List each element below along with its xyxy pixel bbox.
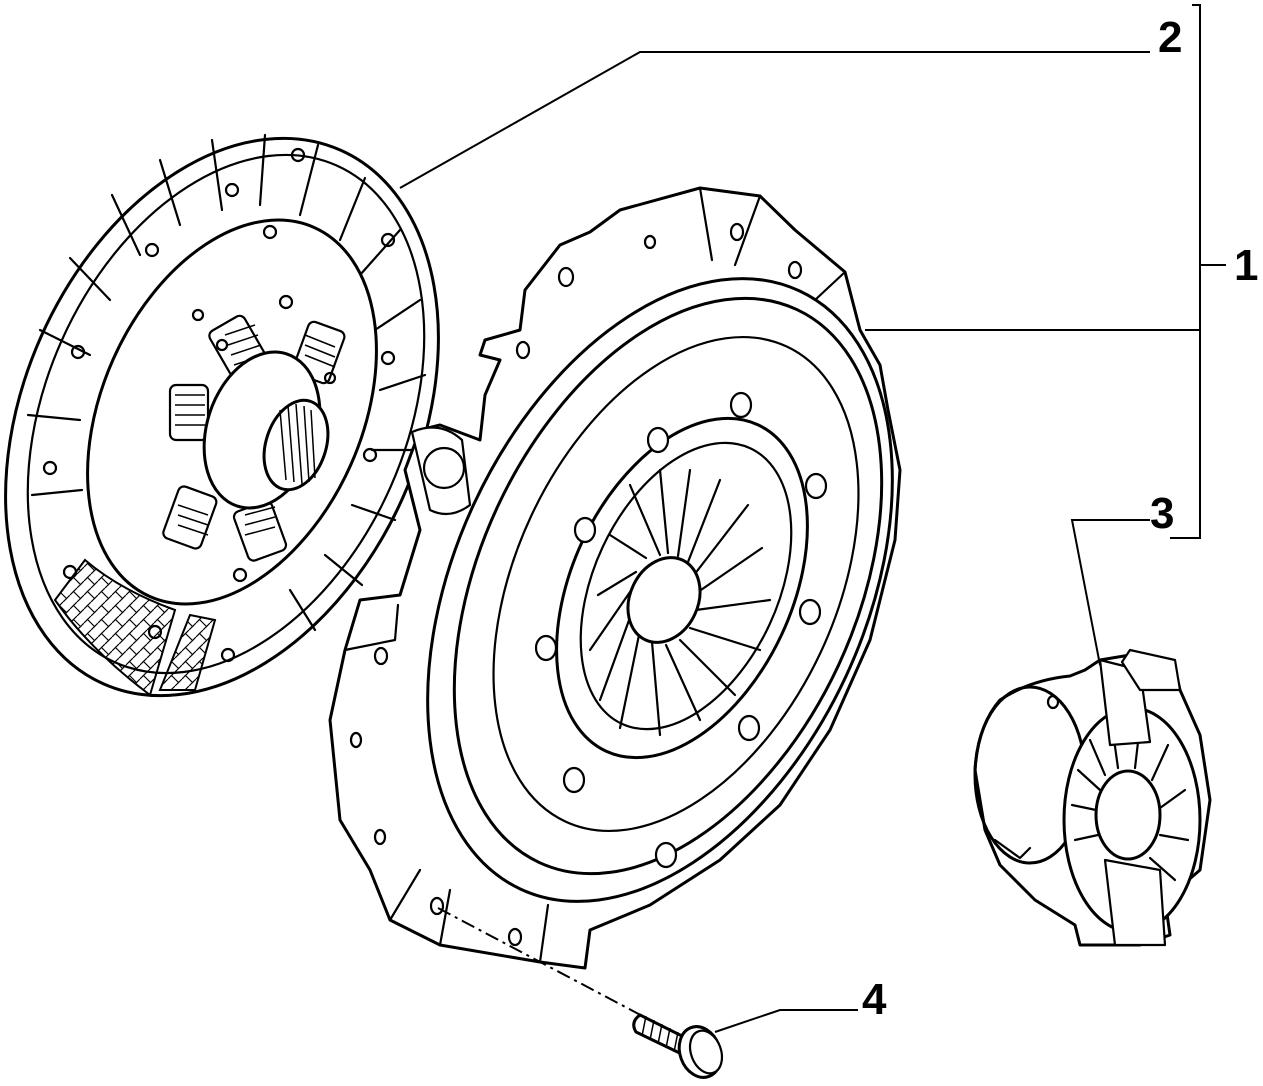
pressure-plate-icon	[328, 186, 902, 970]
callout-4: 4	[862, 975, 887, 1024]
leader-lines	[399, 4, 1226, 1033]
bolt-icon	[632, 1013, 724, 1079]
leader-2	[399, 51, 1150, 189]
callout-2: 2	[1158, 13, 1182, 62]
clutch-disc-icon	[4, 133, 440, 698]
assembly-axis	[437, 907, 651, 1021]
callout-1: 1	[1234, 241, 1258, 290]
leader-3	[1070, 519, 1150, 666]
leader-4	[714, 1009, 858, 1033]
release-bearing-icon	[973, 648, 1212, 947]
callout-3: 3	[1150, 489, 1174, 538]
bracket-1	[1170, 4, 1201, 539]
